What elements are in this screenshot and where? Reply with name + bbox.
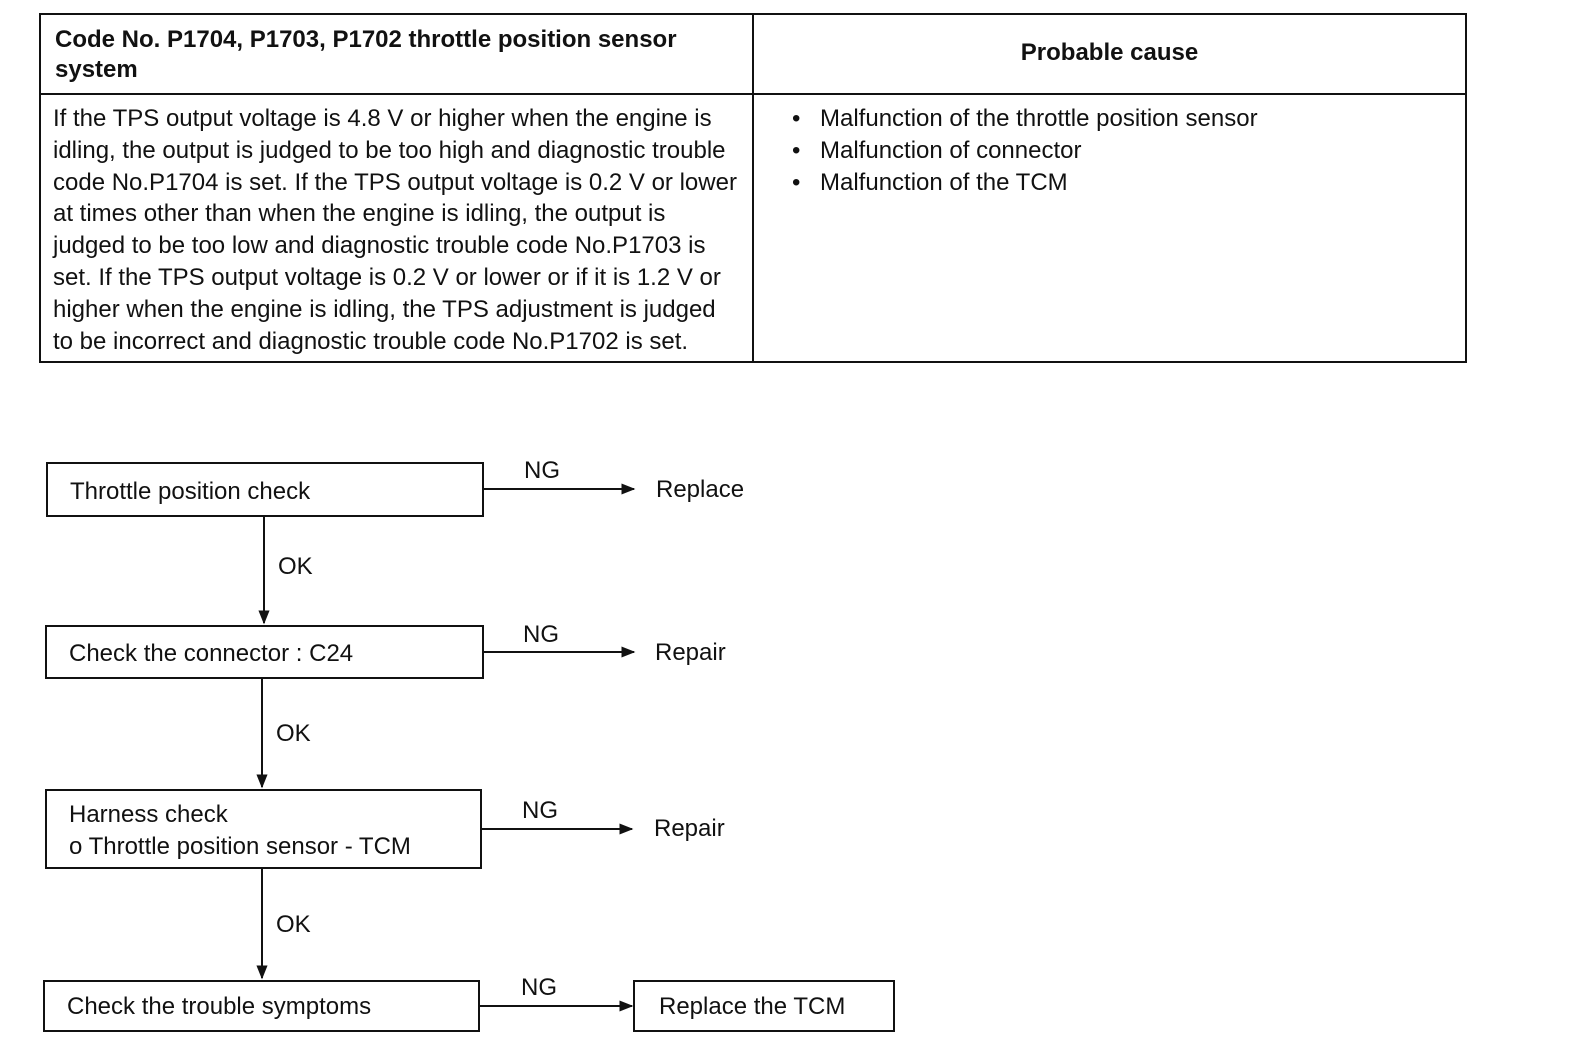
code-description: If the TPS output voltage is 4.8 V or hi… xyxy=(39,92,754,364)
result-label-replace-tcm: Replace the TCM xyxy=(659,993,846,1020)
ng-label: NG xyxy=(522,797,558,824)
cause-item: Malfunction of connector xyxy=(792,135,1453,167)
step-label: Check the trouble symptoms xyxy=(67,993,372,1020)
result-label-replace: Replace xyxy=(656,476,745,503)
ok-label: OK xyxy=(278,553,313,580)
probable-cause-cell: Malfunction of the throttle position sen… xyxy=(752,92,1467,364)
code-header: Code No. P1704, P1703, P1702 throttle po… xyxy=(39,13,754,95)
result-label-repair: Repair xyxy=(655,639,726,666)
cause-item: Malfunction of the throttle position sen… xyxy=(792,103,1453,135)
step-label: Check the connector : C24 xyxy=(69,640,354,667)
ok-label: OK xyxy=(276,911,311,938)
table-body-row: If the TPS output voltage is 4.8 V or hi… xyxy=(39,92,1467,364)
ng-label: NG xyxy=(521,974,557,1001)
throttle-position-check-box: Throttle position check xyxy=(46,462,484,517)
step-label: Throttle position check xyxy=(70,478,311,505)
diagnostic-code-table: Code No. P1704, P1703, P1702 throttle po… xyxy=(39,13,1467,364)
cause-list: Malfunction of the throttle position sen… xyxy=(792,103,1453,199)
step-label: Harness check xyxy=(69,801,228,828)
cause-item: Malfunction of the TCM xyxy=(792,167,1453,199)
ng-label: NG xyxy=(523,621,559,648)
ok-label: OK xyxy=(276,720,311,747)
step-sublabel: o Throttle position sensor - TCM xyxy=(69,833,411,860)
harness-check-box: Harness check o Throttle position sensor… xyxy=(45,789,482,869)
check-connector-box: Check the connector : C24 xyxy=(45,625,484,679)
replace-tcm-box: Replace the TCM xyxy=(633,980,895,1032)
check-trouble-symptoms-box: Check the trouble symptoms xyxy=(43,980,480,1032)
probable-cause-header: Probable cause xyxy=(752,13,1467,95)
result-label-repair: Repair xyxy=(654,815,725,842)
ng-label: NG xyxy=(524,457,560,484)
table-header-row: Code No. P1704, P1703, P1702 throttle po… xyxy=(39,13,1467,95)
